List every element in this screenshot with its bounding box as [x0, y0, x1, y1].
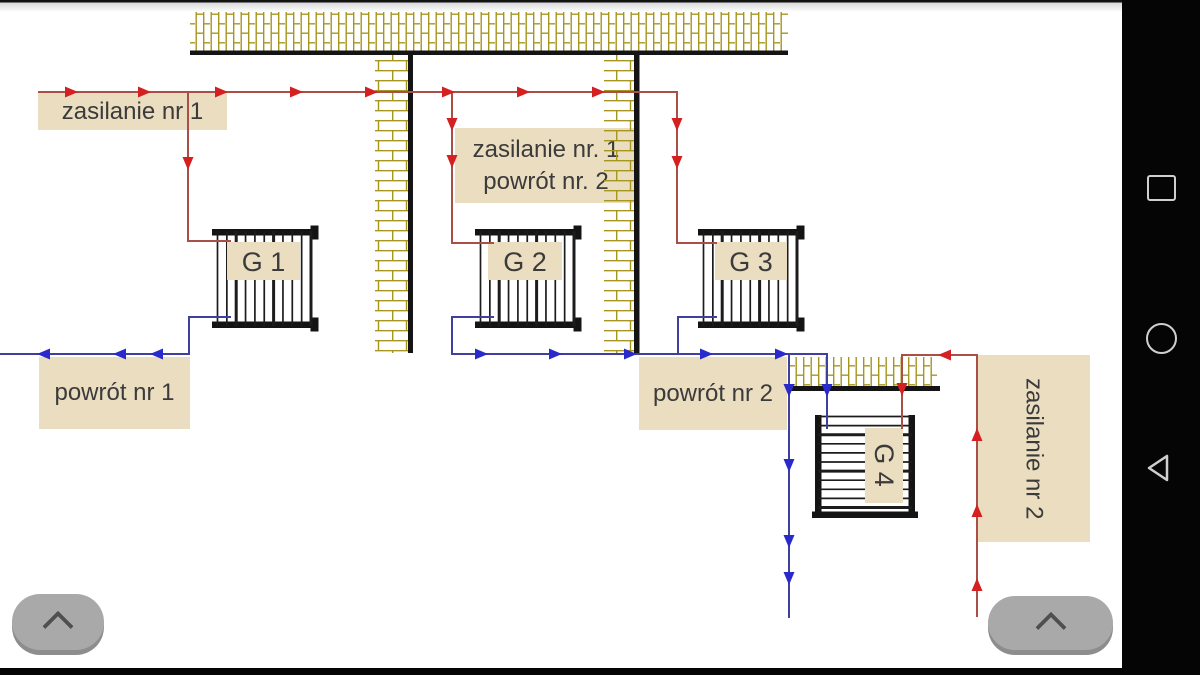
radiator-g2-tag: G 2: [503, 247, 547, 277]
label-return-1: powrót nr 1: [39, 357, 190, 429]
return-pipe-1: [0, 316, 231, 355]
wall-outlines: [190, 50, 940, 391]
recents-icon[interactable]: [1147, 175, 1176, 201]
radiator-g3-tag: G 3: [729, 247, 773, 277]
radiator-g4-tag: G 4: [869, 443, 899, 487]
flow-arrows-return: [37, 348, 833, 585]
label-supply1-line: zasilanie nr. 1: [472, 135, 620, 163]
scroll-up-button-right[interactable]: [988, 596, 1113, 650]
brick-wall-left-vertical: [375, 55, 408, 353]
chevron-up-icon: [42, 610, 74, 642]
android-nav-bar: [1122, 0, 1200, 675]
bottom-letterbox-bar: [0, 668, 1200, 675]
home-icon[interactable]: [1146, 323, 1177, 354]
flow-arrows-supply: [65, 86, 983, 591]
label-supply-1: zasilanie nr 1: [38, 93, 227, 130]
radiator-g1-tag-bg: [227, 242, 300, 280]
brick-wall-middle-vertical: [604, 55, 634, 353]
brick-wall-top: [190, 12, 788, 52]
top-edge-shade: [0, 0, 1200, 12]
label-return-2: powrót nr 2: [639, 357, 787, 430]
back-icon[interactable]: [1145, 452, 1175, 484]
label-return2-line: powrót nr. 2: [483, 167, 609, 195]
radiator-g1-tag: G 1: [242, 247, 286, 277]
chevron-up-icon: [1034, 611, 1067, 643]
label-supply-2: zasilanie nr 2: [977, 355, 1090, 542]
brick-walls: [190, 12, 940, 391]
return-pipe-2: [451, 316, 828, 618]
radiator-g4-tag-bg: [865, 428, 903, 503]
radiator-g3-tag-bg: [715, 242, 787, 280]
brick-wall-small: [790, 357, 937, 386]
radiator-g2-tag-bg: [488, 242, 562, 280]
scroll-up-button-left[interactable]: [12, 594, 104, 650]
